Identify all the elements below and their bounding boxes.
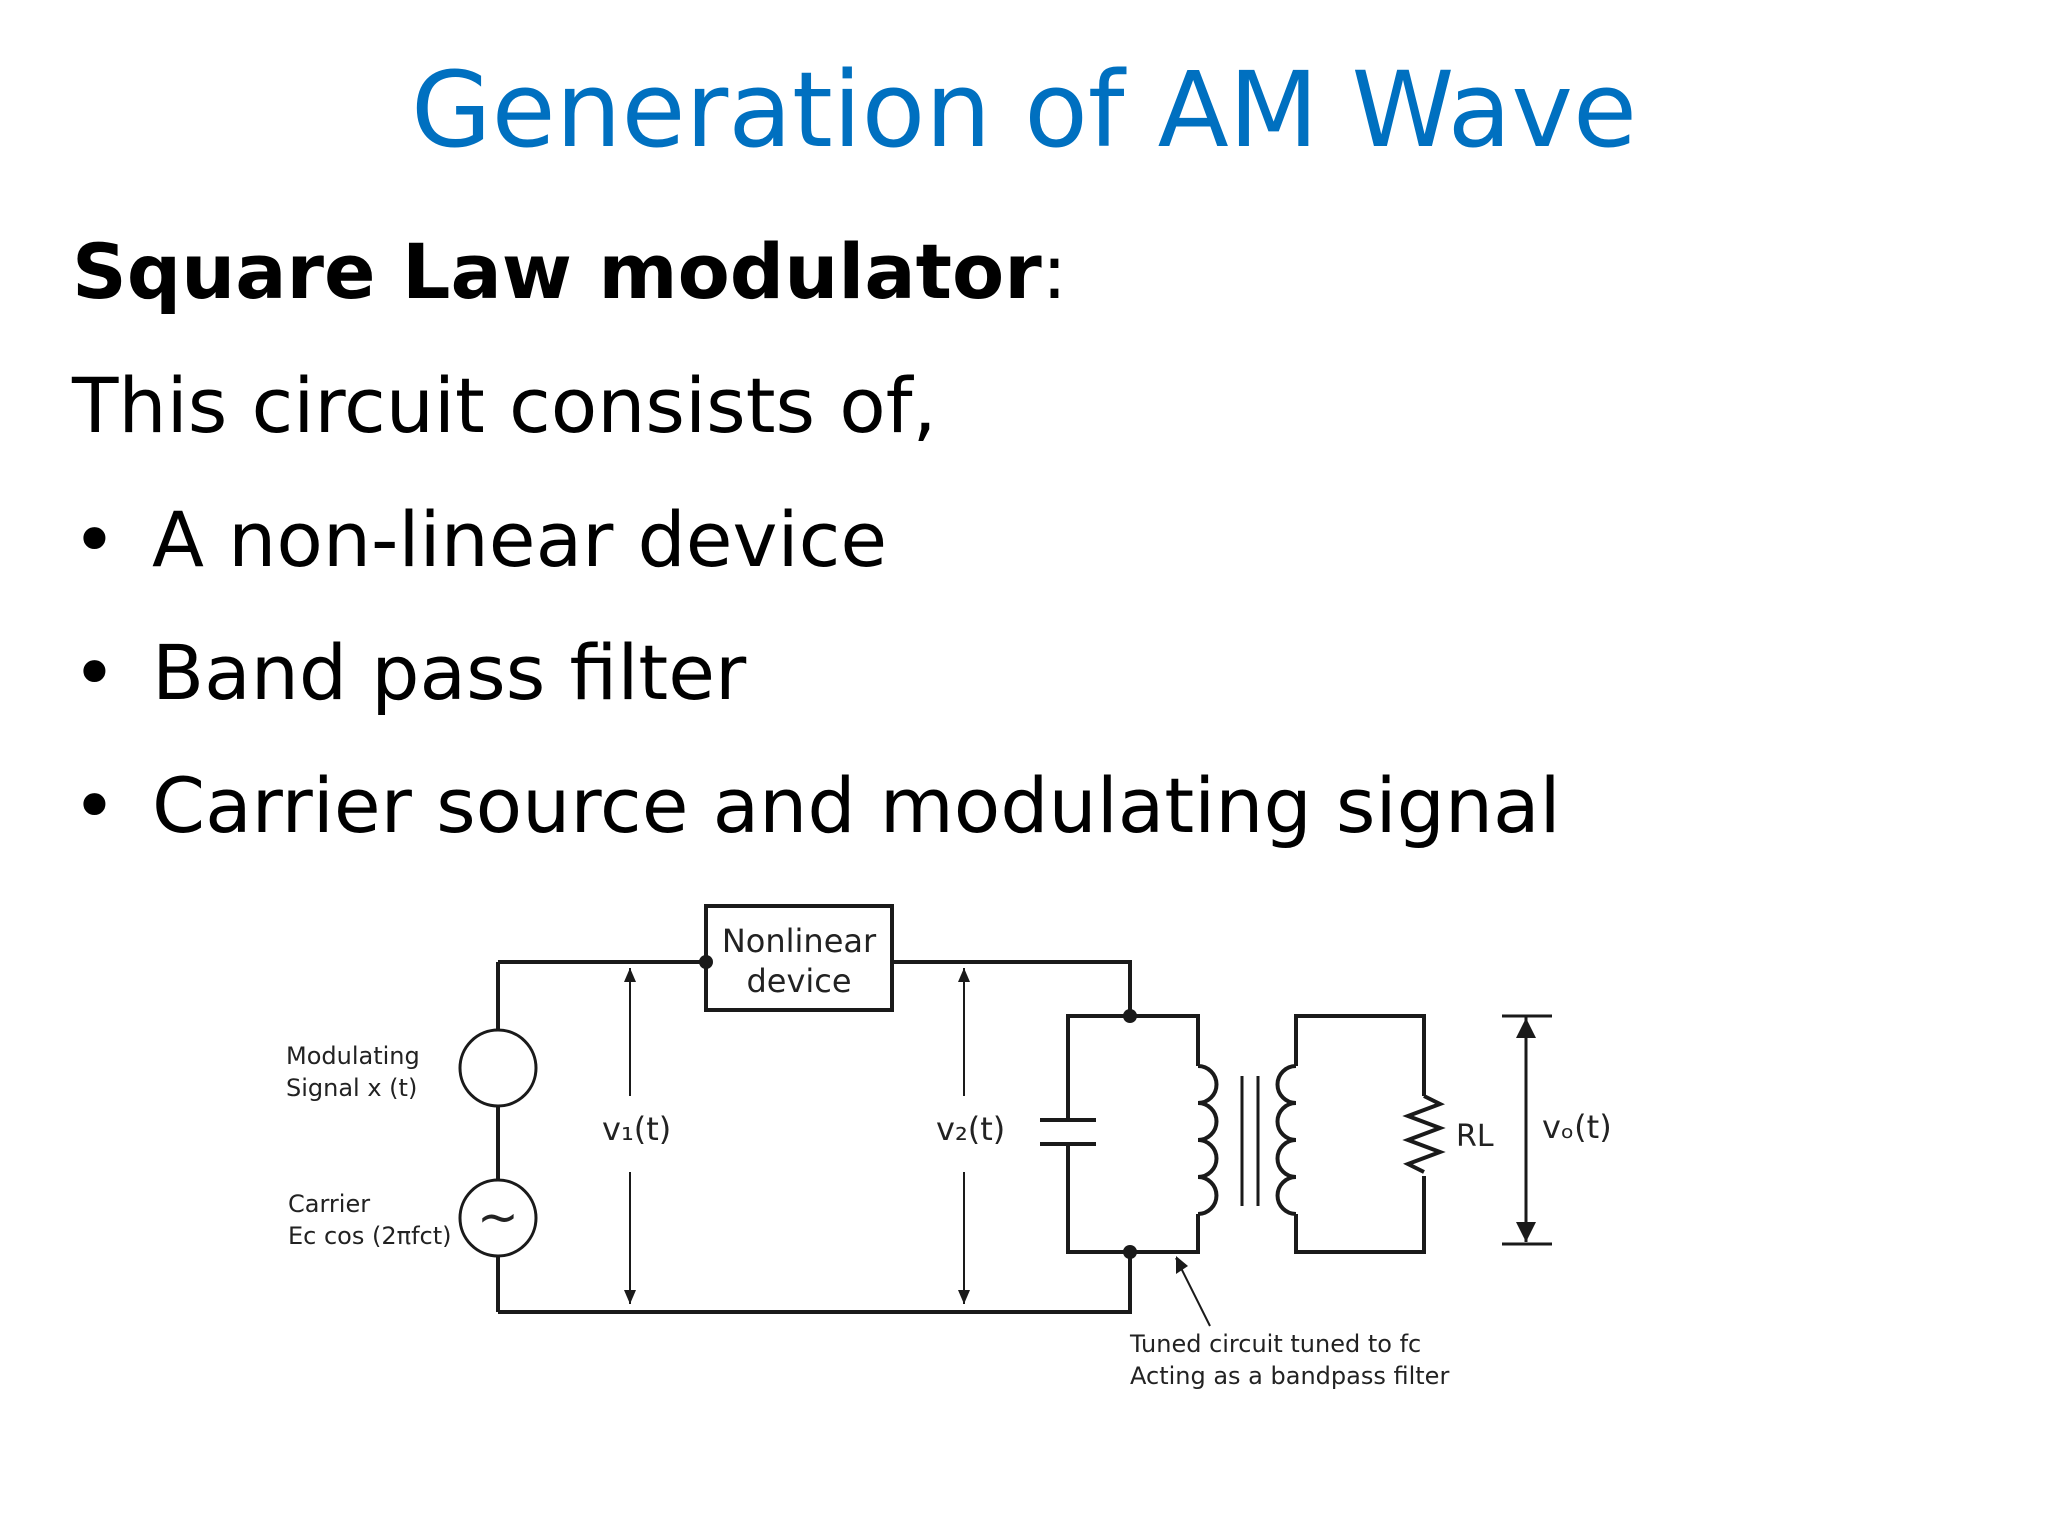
bullet-item: • A non-linear device <box>72 490 1561 623</box>
tank-right-wire <box>1130 1014 1200 1254</box>
v2-arrow-down <box>958 1290 970 1304</box>
nonlinear-label-line2: device <box>746 962 851 1000</box>
vo-arrow-up <box>1516 1018 1536 1038</box>
tuned-label-line2: Acting as a bandpass filter <box>1130 1362 1449 1390</box>
junction-dot <box>699 955 713 969</box>
v1-arrow-up <box>624 968 636 982</box>
carrier-label-line1: Carrier <box>288 1190 370 1218</box>
secondary-wire <box>1294 1014 1426 1254</box>
intro-text: This circuit consists of, <box>72 361 937 450</box>
bullet-text: A non-linear device <box>152 495 888 584</box>
carrier-source-icon <box>458 1178 538 1258</box>
junction-dot <box>1123 1245 1137 1259</box>
bullet-text: Band pass filter <box>152 628 747 717</box>
junction-dot <box>1123 1009 1137 1023</box>
transformer-core <box>1240 1076 1260 1206</box>
vo-arrow-ticks <box>1502 1014 1552 1246</box>
v2-arrow-up <box>958 968 970 982</box>
tuned-label-line1: Tuned circuit tuned to fc <box>1129 1330 1421 1358</box>
tank-left-wire <box>1066 1014 1130 1254</box>
modulating-label-line1: Modulating <box>286 1042 420 1070</box>
primary-inductor <box>1197 1064 1219 1216</box>
circuit-diagram: ~ Nonlinear device Modulating Signal x (… <box>286 904 1612 1390</box>
ac-symbol-icon: ~ <box>477 1188 519 1246</box>
carrier-label-line2: Ec cos (2πfct) <box>288 1222 452 1250</box>
bullet-icon: • <box>72 495 117 584</box>
subheading: Square Law modulator: <box>72 222 1067 322</box>
load-resistor <box>1402 1094 1446 1174</box>
rl-label: RL <box>1456 1119 1494 1154</box>
v2-label: v₂(t) <box>936 1110 1005 1148</box>
slide-title: Generation of AM Wave <box>411 49 1637 171</box>
subheading-bold: Square Law modulator <box>72 227 1042 316</box>
bullet-item: • Carrier source and modulating signal <box>72 756 1561 889</box>
bullet-text: Carrier source and modulating signal <box>152 761 1561 850</box>
subheading-colon: : <box>1041 227 1068 316</box>
bullet-list: • A non-linear device • Band pass filter •… <box>72 490 1561 889</box>
modulating-label-line2: Signal x (t) <box>286 1074 417 1102</box>
modulating-source-icon <box>458 1028 538 1108</box>
bullet-icon: • <box>72 628 117 717</box>
bullet-icon: • <box>72 761 117 850</box>
v1-label: v₁(t) <box>602 1110 671 1148</box>
vo-label: vₒ(t) <box>1542 1108 1612 1146</box>
bullet-item: • Band pass filter <box>72 623 1561 756</box>
wire-bottom <box>498 1252 1132 1314</box>
nonlinear-label-line1: Nonlinear <box>722 922 877 960</box>
leader-arrowhead <box>1176 1256 1188 1274</box>
vo-arrow-down <box>1516 1222 1536 1242</box>
wire-top-right <box>892 960 1132 1016</box>
v1-arrow-down <box>624 1290 636 1304</box>
secondary-inductor <box>1275 1064 1297 1216</box>
capacitor <box>1040 1118 1096 1146</box>
